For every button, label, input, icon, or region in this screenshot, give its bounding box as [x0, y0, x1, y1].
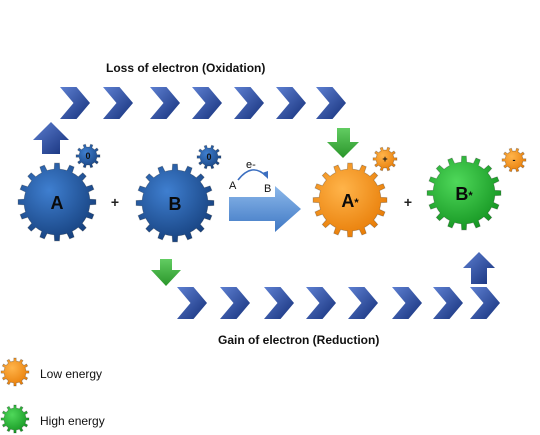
gear-a-product-shape	[312, 162, 388, 238]
legend-high-energy-label: High energy	[40, 414, 105, 428]
legend-low-energy-label: Low energy	[40, 367, 102, 381]
plus-left: +	[111, 194, 119, 210]
electron-label: e-	[246, 159, 256, 171]
charge-gear-b-product-icon	[501, 147, 527, 173]
oxidation-label: Loss of electron (Oxidation)	[106, 61, 265, 75]
gear-a-shape	[17, 162, 97, 242]
charge-gear-a-product-icon	[372, 146, 398, 172]
charge-b: 0	[206, 152, 211, 162]
up-arrow-icon	[33, 122, 69, 154]
bottom-chevron-icon-2	[220, 287, 250, 319]
electron-curve-arrow-icon	[237, 169, 267, 181]
top-chevron-icon-4	[192, 87, 222, 119]
bottom-chevron-icon-5	[348, 287, 378, 319]
top-chevron-icon-2	[103, 87, 133, 119]
charge-gear-a-shape	[75, 143, 101, 169]
legend-high-energy-swatch-icon	[0, 404, 30, 434]
top-chevron-icon-7	[316, 87, 346, 119]
charge-gear-b-product-shape	[501, 147, 527, 173]
transfer-to-label: B	[264, 183, 271, 195]
charge-gear-a-icon	[75, 143, 101, 169]
bottom-chevron-icon-6	[392, 287, 422, 319]
bottom-chevron-icon-4	[306, 287, 336, 319]
charge-gear-b-icon	[196, 144, 222, 170]
top-chevron-icon-1	[60, 87, 90, 119]
legend-low-energy-gear	[0, 357, 30, 387]
charge-gear-a-product-shape	[372, 146, 398, 172]
reactant-a-label: A	[51, 193, 64, 213]
product-b-letter: B	[455, 184, 468, 204]
legend: Low energy High energy	[0, 357, 105, 434]
charge-a: 0	[85, 151, 90, 161]
transfer-from-label: A	[229, 180, 237, 192]
reaction-arrow-icon	[229, 186, 301, 232]
product-a-mark: *	[354, 197, 359, 209]
legend-low-energy-swatch-icon	[0, 357, 30, 387]
down-arrow-green-icon-2	[151, 259, 181, 286]
up-arrow-icon-2	[463, 252, 495, 284]
legend-high-energy-gear	[0, 404, 30, 434]
bottom-chevron-row	[177, 287, 500, 319]
bottom-chevron-icon-8	[470, 287, 500, 319]
top-chevron-icon-6	[276, 87, 306, 119]
top-chevron-icon-3	[150, 87, 180, 119]
reduction-label: Gain of electron (Reduction)	[218, 333, 379, 347]
top-chevron-icon-5	[234, 87, 264, 119]
gear-b-product-icon	[426, 155, 502, 231]
gear-b-shape	[135, 163, 215, 243]
reactant-b-label: B	[169, 194, 182, 214]
bottom-chevron-icon-1	[177, 287, 207, 319]
gear-a-product-icon	[312, 162, 388, 238]
gear-b-product-shape	[426, 155, 502, 231]
electron-curve-arrowhead-icon	[262, 171, 268, 179]
product-b-mark: *	[468, 190, 473, 202]
charge-b-product: -	[513, 155, 516, 165]
product-b-label: B*	[455, 184, 473, 204]
charge-gear-b-shape	[196, 144, 222, 170]
top-chevron-row	[60, 87, 346, 119]
bottom-chevron-icon-7	[433, 287, 463, 319]
gear-b-icon	[135, 163, 215, 243]
product-a-letter: A	[341, 191, 354, 211]
plus-right: +	[404, 194, 412, 210]
product-a-label: A*	[341, 191, 359, 211]
down-arrow-green-icon	[327, 128, 359, 158]
gear-a-icon	[17, 162, 97, 242]
bottom-chevron-icon-3	[264, 287, 294, 319]
charge-a-product: +	[382, 154, 387, 164]
